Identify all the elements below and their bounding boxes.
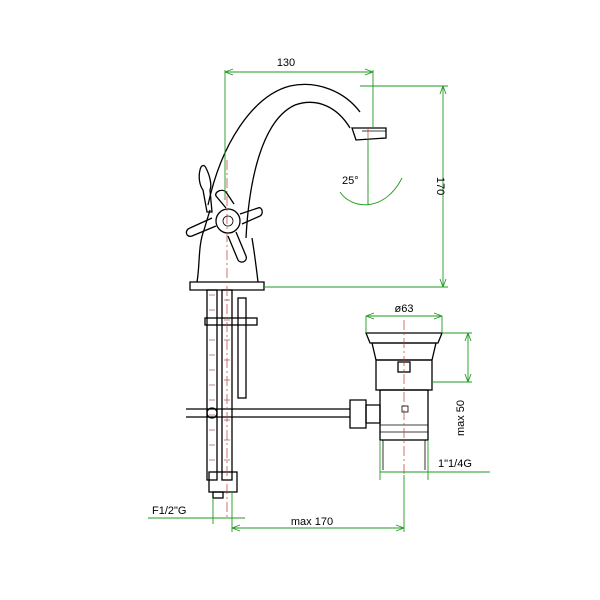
supply-rods — [204, 289, 258, 499]
dimension-lines — [148, 68, 490, 532]
drain-max-height-label: max 50 — [455, 400, 467, 436]
drain-thread-label: 1"1/4G — [438, 458, 472, 470]
faucet-body — [189, 83, 387, 291]
lever-handle — [198, 164, 213, 213]
rod-max-length-label: max 170 — [291, 516, 333, 528]
cross-handle — [185, 189, 263, 263]
spout-angle-label: 25° — [342, 175, 359, 187]
height-label: 170 — [434, 177, 446, 195]
center-lines — [226, 128, 405, 520]
dimension-labels: 130 170 25° ø63 max 50 1"1/4G F1/2"G max… — [152, 57, 472, 528]
drain-diameter-label: ø63 — [395, 303, 414, 315]
inlet-thread-label: F1/2"G — [152, 505, 186, 517]
popup-rod — [186, 407, 350, 419]
spout-reach-label: 130 — [277, 57, 295, 69]
